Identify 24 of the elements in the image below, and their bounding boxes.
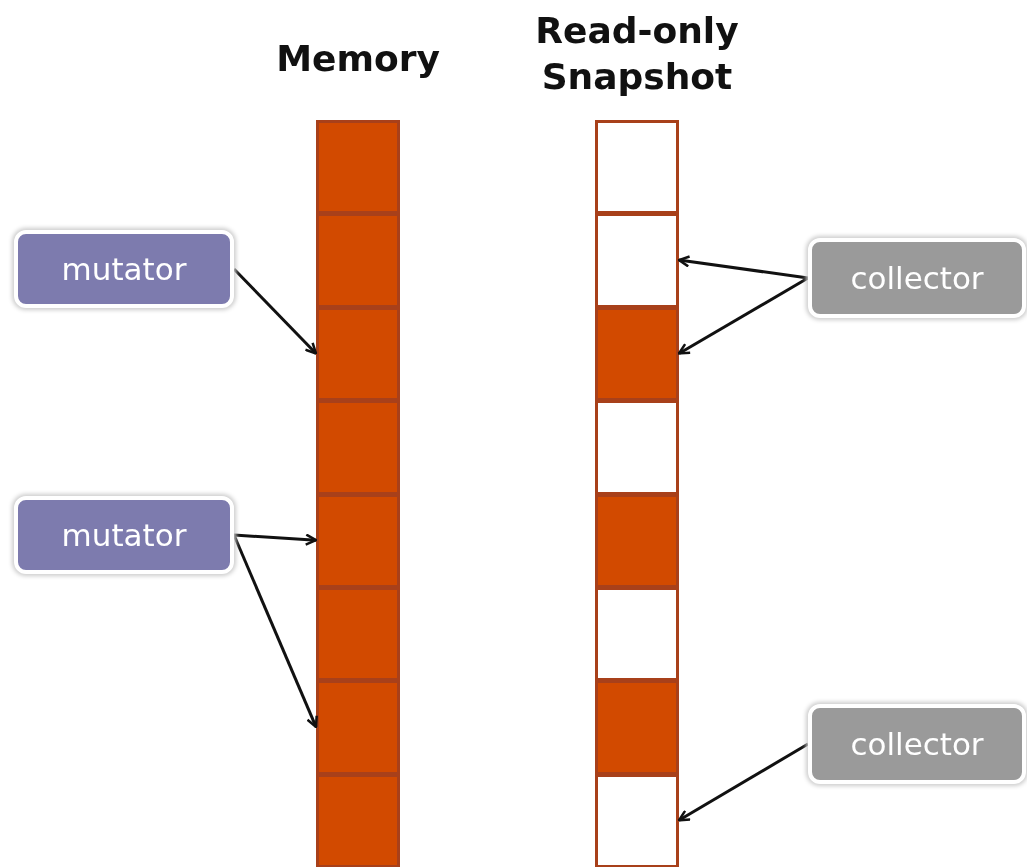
memory-cell <box>595 773 679 867</box>
memory-cell <box>595 586 679 682</box>
column-heading: Memory <box>275 37 441 81</box>
memory-cell <box>595 400 679 495</box>
memory-cell <box>316 773 400 867</box>
memory-cell <box>595 120 679 215</box>
arrow <box>677 276 809 355</box>
column-heading: Read-only Snapshot <box>534 9 740 99</box>
memory-cell <box>316 586 400 682</box>
memory-cell <box>595 680 679 775</box>
memory-cell <box>316 213 400 308</box>
arrow <box>233 533 318 546</box>
arrow <box>677 255 809 280</box>
memory-cell <box>595 306 679 402</box>
memory-cell <box>595 213 679 308</box>
memory-cell <box>316 120 400 215</box>
arrow <box>677 742 809 822</box>
arrow <box>232 534 318 729</box>
memory-cell <box>316 680 400 775</box>
arrow <box>232 267 318 355</box>
memory-cell <box>595 493 679 588</box>
memory-cell <box>316 306 400 402</box>
memory-cell <box>316 400 400 495</box>
memory-cell <box>316 493 400 588</box>
